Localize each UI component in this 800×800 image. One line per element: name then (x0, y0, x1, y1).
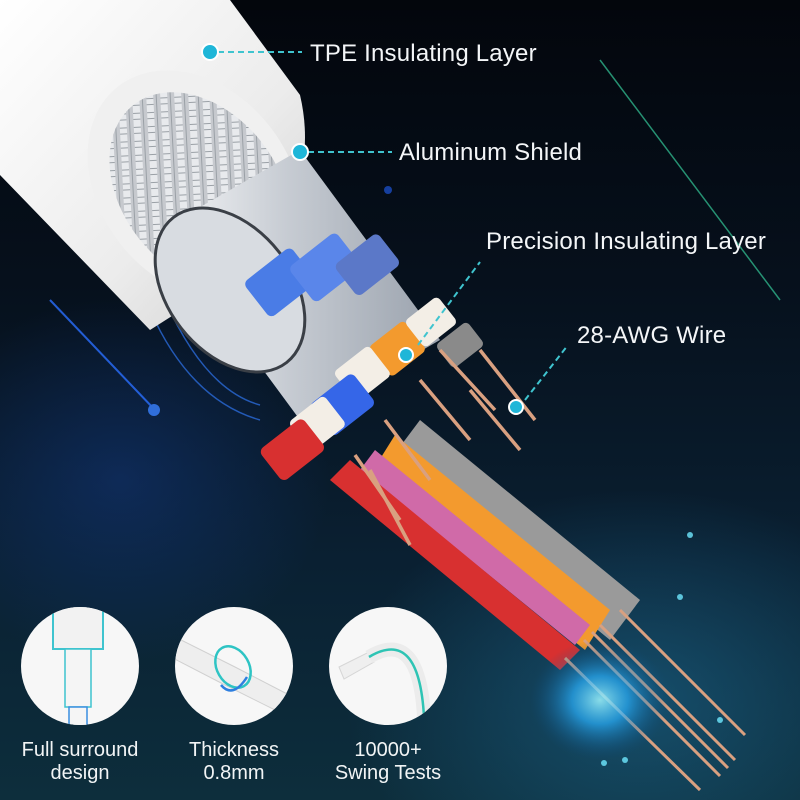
callout-aluminum-shield: Aluminum Shield (399, 139, 583, 166)
light-streaks (49, 59, 781, 766)
feature-subtitle: Swing Tests (334, 762, 442, 784)
feature-subtitle: 0.8mm (203, 762, 265, 784)
feature-title: 10000+ (354, 739, 422, 761)
conductors (245, 233, 747, 792)
callout-28-awg-wire: 28-AWG Wire (577, 322, 727, 349)
callout-tpe-insulating-layer: TPE Insulating Layer (310, 40, 537, 67)
cable-thickness-ring-icon (175, 607, 293, 725)
callout-precision-insulating-layer: Precision Insulating Layer (486, 228, 767, 255)
cable-bend-swing-icon (329, 607, 447, 725)
feature-subtitle: design (50, 762, 110, 784)
cable-connector-outline-icon (21, 607, 139, 725)
feature-swing-tests: 10000+ Swing Tests (313, 607, 463, 785)
feature-title: Full surround (21, 739, 139, 761)
feature-thickness: Thickness 0.8mm (159, 607, 309, 785)
feature-title: Thickness (188, 739, 280, 761)
feature-row: Full surround design Thickness 0.8mm 100 (0, 595, 460, 795)
glow-effect (530, 640, 670, 760)
feature-full-surround: Full surround design (5, 607, 155, 785)
callouts (201, 43, 569, 415)
